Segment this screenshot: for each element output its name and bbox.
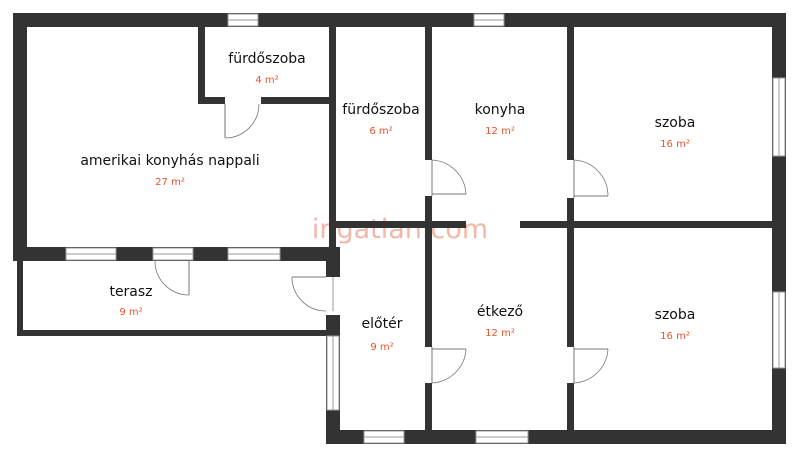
living-name: amerikai konyhás nappali [80, 153, 259, 169]
kitchen-area: 12 m² [485, 126, 515, 137]
terrace-name: terasz [109, 284, 152, 300]
middle-wall-left [336, 221, 466, 228]
doors [154, 97, 609, 384]
dining-area: 12 m² [485, 328, 515, 339]
middle-wall-right [520, 221, 786, 228]
room-labels: amerikai konyhás nappali 27 m² fürdőszob… [80, 51, 695, 353]
outer-wall-left [13, 13, 27, 261]
room-top-area: 16 m² [660, 139, 690, 150]
outer-wall-top [13, 13, 786, 27]
bath-area: 6 m² [369, 126, 392, 137]
bath-small-name: fürdőszoba [228, 51, 305, 67]
windows [65, 13, 786, 444]
living-area: 27 m² [155, 177, 185, 188]
bath-small-bottom-wall [198, 97, 333, 104]
room-bottom-area: 16 m² [660, 331, 690, 342]
room-left-wall [567, 27, 574, 430]
terrace-bottom-wall [17, 330, 340, 336]
kitchen-name: konyha [475, 102, 526, 118]
dining-name: étkező [477, 304, 523, 320]
outer-wall-bottom [326, 430, 786, 444]
room-bottom-name: szoba [655, 307, 696, 323]
bath-left-wall [329, 27, 336, 248]
bath-name: fürdőszoba [342, 102, 419, 118]
hall-name: előtér [362, 316, 403, 332]
watermark: ingatlan.com [312, 214, 488, 245]
bath-small-area: 4 m² [255, 75, 278, 86]
terrace-area: 9 m² [119, 307, 142, 318]
kitchen-left-wall [425, 27, 432, 430]
bath-small-left-wall [198, 27, 205, 104]
hall-area: 9 m² [370, 342, 393, 353]
terrace-left-wall [17, 261, 23, 336]
room-top-name: szoba [655, 115, 696, 131]
